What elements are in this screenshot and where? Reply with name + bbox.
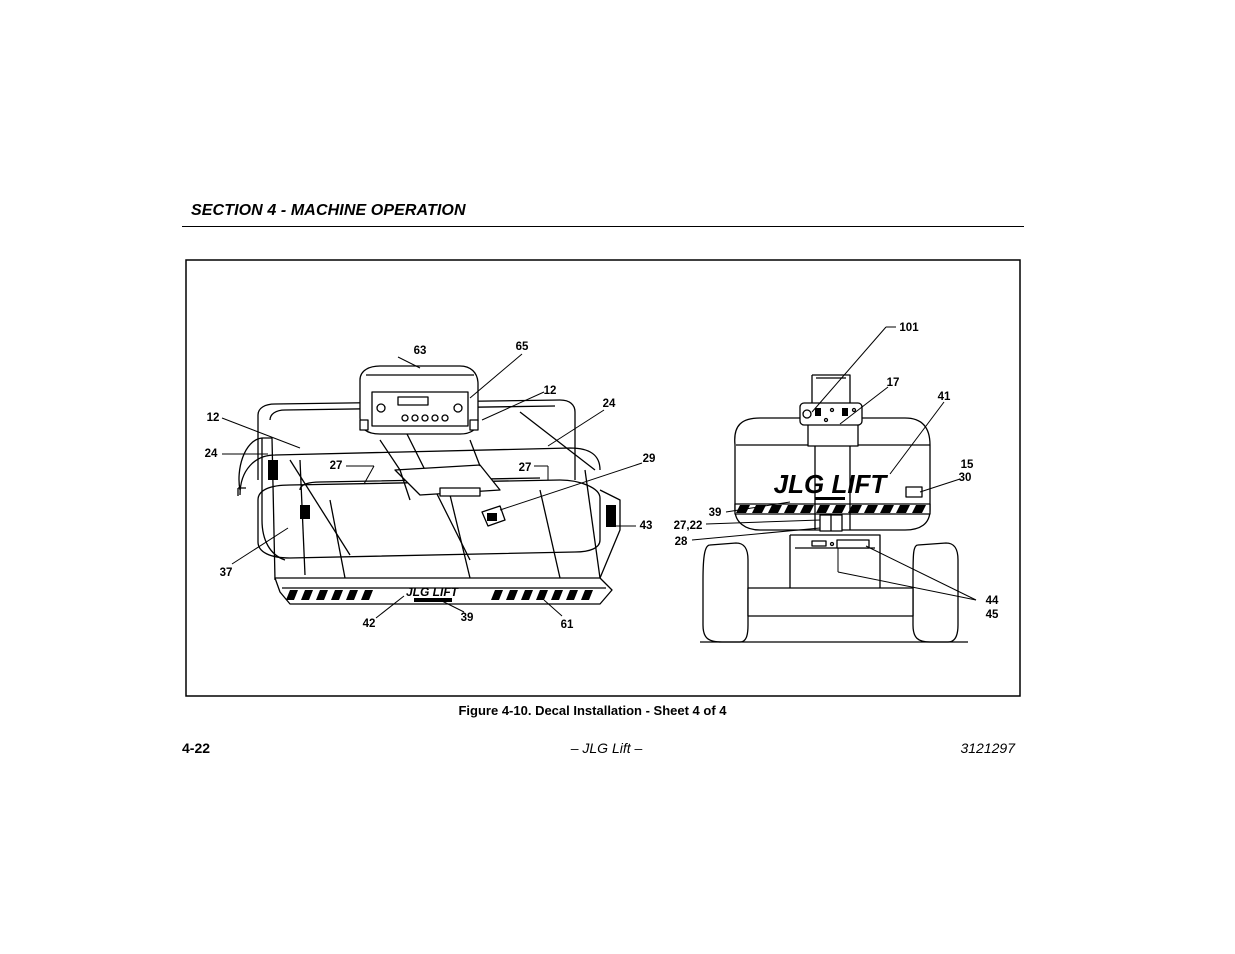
callout-39-machine: 39 bbox=[709, 507, 722, 519]
document-number: 3121297 bbox=[960, 740, 1015, 756]
callout-12-right: 12 bbox=[544, 385, 557, 397]
callout-27-left: 27 bbox=[330, 460, 343, 472]
callout-41: 41 bbox=[938, 391, 951, 403]
callout-27-22: 27,22 bbox=[674, 520, 703, 532]
callout-63: 63 bbox=[414, 345, 427, 357]
figure-frame bbox=[185, 259, 1021, 697]
callout-17: 17 bbox=[887, 377, 900, 389]
counterweight-stripes bbox=[736, 505, 926, 513]
callout-24-right: 24 bbox=[603, 398, 616, 410]
toeboard-stripes bbox=[286, 590, 593, 600]
callout-45: 45 bbox=[986, 609, 999, 621]
callout-12-left: 12 bbox=[207, 412, 220, 424]
callout-42: 42 bbox=[363, 618, 376, 630]
section-title: SECTION 4 - MACHINE OPERATION bbox=[191, 202, 466, 219]
callout-37: 37 bbox=[220, 567, 233, 579]
callout-101: 101 bbox=[899, 322, 919, 334]
footer-title: – JLG Lift – bbox=[570, 740, 643, 756]
platform-leaders bbox=[221, 353, 643, 619]
page-number: 4-22 bbox=[182, 740, 211, 756]
callout-44: 44 bbox=[986, 595, 999, 607]
callout-65: 65 bbox=[516, 341, 529, 353]
figure-caption: Figure 4-10. Decal Installation - Sheet … bbox=[458, 703, 727, 718]
machine-drawing: JLG LIFT bbox=[700, 374, 968, 643]
machine-logo: JLG LIFT bbox=[774, 469, 889, 499]
callout-15: 15 bbox=[961, 459, 974, 471]
platform-drawing: JLG LIFT bbox=[237, 365, 621, 605]
callout-43: 43 bbox=[640, 520, 653, 532]
callout-39-platform: 39 bbox=[461, 612, 474, 624]
header-rule bbox=[182, 226, 1024, 227]
callout-28: 28 bbox=[675, 536, 688, 548]
callout-24-left: 24 bbox=[205, 448, 218, 460]
callout-61: 61 bbox=[561, 619, 574, 631]
callout-29: 29 bbox=[643, 453, 656, 465]
callout-30: 30 bbox=[959, 472, 972, 484]
platform-logo: JLG LIFT bbox=[406, 585, 460, 599]
machine-leaders bbox=[691, 326, 977, 601]
callout-27-right: 27 bbox=[519, 462, 532, 474]
